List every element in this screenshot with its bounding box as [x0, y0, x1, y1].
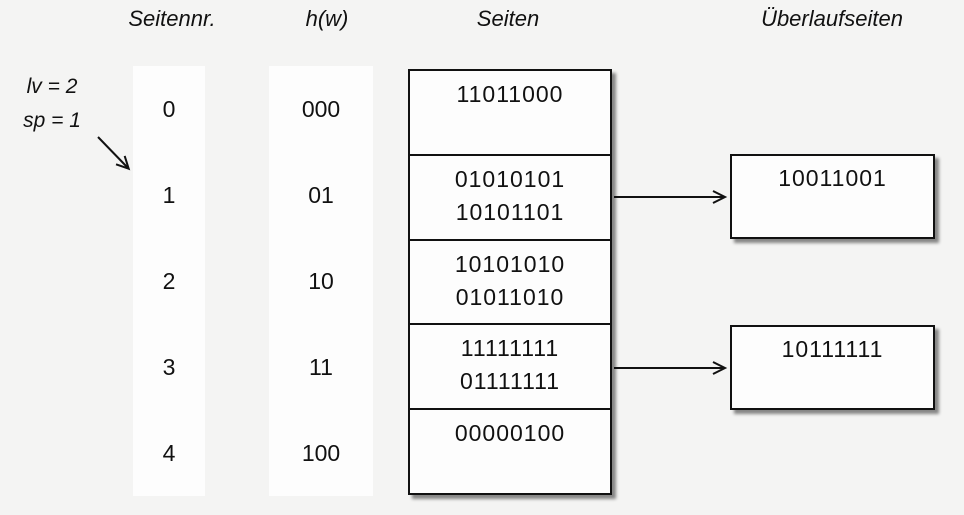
page-cell-4: 00000100 [410, 408, 610, 493]
page-entry: 10101010 [454, 250, 566, 277]
hash-value-3: 11 [309, 353, 333, 380]
seitennr-value-2: 2 [162, 267, 176, 294]
overflow-entry: 10111111 [781, 336, 884, 362]
page-entry: 01111111 [459, 368, 561, 395]
page-entry: 01011010 [455, 283, 565, 310]
hash-value-4: 100 [301, 439, 341, 466]
header-seiten: Seiten [476, 6, 540, 31]
page-entry: 00000100 [454, 420, 566, 447]
hash-value-1: 01 [308, 181, 334, 208]
seitennr-value-3: 3 [162, 353, 176, 380]
arrow-annotation-to-row1 [97, 136, 131, 171]
seitennr-value-0: 0 [162, 95, 176, 122]
hash-value-0: 000 [301, 95, 341, 122]
annotation-sp: sp = 1 [23, 109, 81, 132]
page-entry: 10101101 [455, 198, 565, 225]
header-ueberlaufseiten: Überlaufseiten [761, 6, 903, 31]
seitennr-value-1: 1 [162, 181, 176, 208]
page-entry: 11111111 [460, 335, 560, 362]
seitennr-column: 0 1 2 3 4 [133, 66, 205, 496]
page-cell-2: 10101010 01011010 [410, 238, 610, 324]
pages-table: 11011000 01010101 10101101 10101010 0101… [408, 69, 612, 495]
page-entry: 01010101 [454, 165, 566, 192]
page-cell-0: 11011000 [410, 71, 610, 154]
header-seitennr: Seitennr. [128, 6, 216, 31]
hash-value-2: 10 [308, 267, 334, 294]
overflow-entry: 10011001 [778, 165, 887, 191]
overflow-page-row3: 10111111 [730, 325, 935, 410]
state-annotation: lv = 2 sp = 1 [6, 70, 98, 138]
header-hash-function: h(w) [305, 6, 349, 31]
seitennr-value-4: 4 [162, 439, 176, 466]
page-cell-3: 11111111 01111111 [410, 323, 610, 408]
page-cell-1: 01010101 10101101 [410, 153, 610, 239]
annotation-lv: lv = 2 [26, 75, 78, 98]
hash-column: 000 01 10 11 100 [269, 66, 373, 496]
page-entry: 11011000 [456, 81, 564, 107]
overflow-page-row1: 10011001 [730, 154, 935, 239]
